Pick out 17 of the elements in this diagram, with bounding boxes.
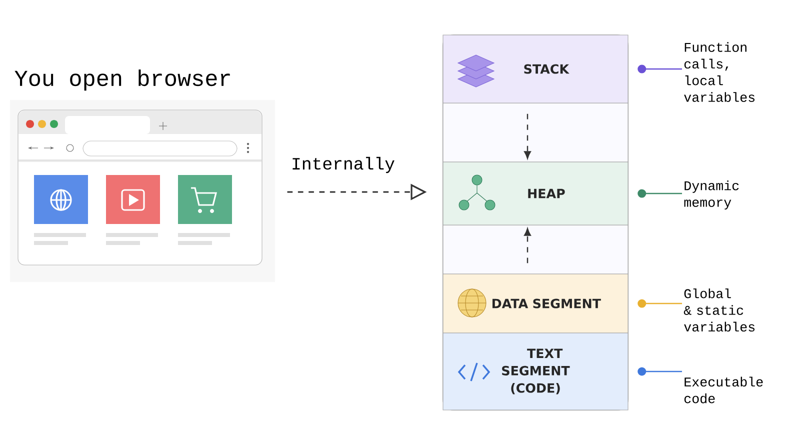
callout-text: Function calls, local variables (684, 42, 755, 102)
leader-line (638, 64, 682, 74)
memory-segment-band: HEAP (442, 162, 628, 226)
memory-segment-band: STACK (442, 34, 628, 104)
callout-text: Global & static variables (684, 288, 755, 332)
leader-line (638, 189, 682, 198)
callout-text: Dynamic memory (684, 180, 739, 210)
leader-line (638, 299, 682, 308)
heading: You open browser (14, 69, 230, 91)
dashed-arrow (524, 228, 531, 264)
browser-window-drawing (10, 100, 275, 282)
callout-text: Executable code (684, 376, 763, 404)
leader-line (638, 367, 682, 376)
memory-segment-band: DATA SEGMENT (442, 274, 628, 334)
edge-label: Internally (290, 156, 396, 174)
dashed-arrow (524, 114, 531, 159)
memory-segment-band: TEXT SEGMENT (CODE) (442, 332, 628, 410)
